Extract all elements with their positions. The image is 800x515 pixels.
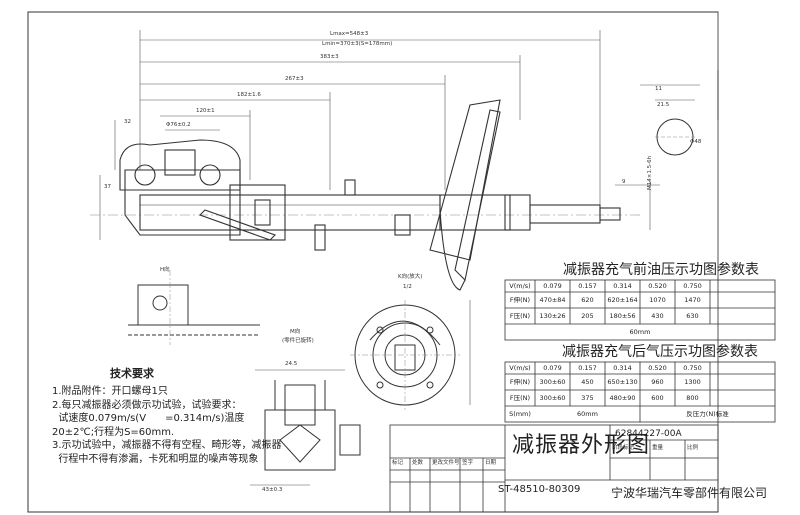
dim-383: 383±3 bbox=[320, 54, 339, 60]
front_table-cell: 470±84 bbox=[539, 296, 566, 304]
tech-heading: 技术要求 bbox=[110, 367, 154, 380]
k-view bbox=[350, 300, 471, 410]
front_table-cell: 0.157 bbox=[578, 282, 597, 290]
rear_table-cell: 800 bbox=[686, 394, 699, 402]
company-name: 宁波华瑞汽车零部件有限公司 bbox=[611, 486, 768, 500]
revision-label: 更改文件号 bbox=[432, 460, 460, 466]
part-number: ST-48510-80309 bbox=[498, 484, 581, 495]
rear_table-cell: 0.079 bbox=[543, 364, 562, 372]
sheet-label: 比例 bbox=[687, 445, 699, 451]
m-view bbox=[250, 369, 361, 486]
dim-37: 37 bbox=[104, 184, 111, 190]
dim-phi48: Φ48 bbox=[690, 139, 702, 145]
front_table-cell: 0.079 bbox=[543, 282, 562, 290]
detail-h bbox=[128, 270, 260, 345]
rear_table-cell: 300±60 bbox=[539, 378, 566, 386]
tech-line: 2.每只减振器必须做示功试验，试验要求： bbox=[52, 399, 242, 411]
front_table-cell: 180±56 bbox=[609, 312, 636, 320]
tech-line: 20±2℃;行程为S=60mm. bbox=[52, 426, 175, 438]
rear_table-cell: 1300 bbox=[684, 378, 701, 386]
dim-21-5: 21.5 bbox=[657, 102, 670, 108]
section-label-h: H向 bbox=[160, 267, 170, 273]
rear_table-cell: V(m/s) bbox=[509, 364, 531, 372]
revision-label: 签字 bbox=[462, 460, 474, 466]
revision-label: 处数 bbox=[412, 460, 424, 466]
front_table-cell: 430 bbox=[651, 312, 664, 320]
dim-32: 32 bbox=[124, 119, 131, 125]
rear-table-stroke: 60mm bbox=[577, 411, 598, 418]
sheet-label: 重量 bbox=[652, 445, 664, 451]
front_table-cell: 130±26 bbox=[539, 312, 566, 320]
sheet-label: 阶段标记 bbox=[612, 445, 635, 451]
front_table-cell: 205 bbox=[581, 312, 594, 320]
rear_table-cell: F压(N) bbox=[509, 394, 531, 402]
dim-11: 11 bbox=[655, 86, 662, 92]
tech-line: 行程中不得有渗漏，卡死和明显的噪声等现象 bbox=[52, 453, 259, 465]
shock-absorber-body bbox=[119, 99, 621, 291]
front_table-cell: 1470 bbox=[684, 296, 701, 304]
view-m-note: (零件已旋转) bbox=[282, 338, 314, 344]
front_table-cell: 630 bbox=[686, 312, 699, 320]
rear_table-cell: 375 bbox=[581, 394, 594, 402]
dim-thread: M14×1.5-6h bbox=[647, 155, 653, 190]
dim-lmin: Lmin=370±3(S=178mm) bbox=[322, 41, 393, 47]
dim-267: 267±3 bbox=[285, 76, 304, 82]
rear_table-cell: 650±130 bbox=[607, 378, 638, 386]
front_table-cell: 0.520 bbox=[648, 282, 667, 290]
front-table-grid bbox=[504, 279, 776, 341]
dim-43: 43±0.3 bbox=[262, 487, 283, 493]
front_table-cell: F伸(N) bbox=[509, 296, 531, 304]
front_table-cell: 620±164 bbox=[607, 296, 638, 304]
view-k-label: K向(放大) bbox=[398, 274, 423, 280]
dim-182: 182±1.6 bbox=[237, 92, 261, 98]
view-k-scale: 1/2 bbox=[403, 284, 412, 290]
tech-requirements: 1.附品附件：开口螺母1只 2.每只减振器必须做示功试验，试验要求： 试速度0.0… bbox=[52, 385, 282, 466]
tech-line: 试速度0.079m/s(V =0.314m/s)温度 bbox=[52, 413, 245, 424]
rear_table-cell: F伸(N) bbox=[509, 378, 531, 386]
rear-table-grid bbox=[504, 361, 776, 423]
rear_table-cell: 0.520 bbox=[648, 364, 667, 372]
thread-detail bbox=[655, 99, 695, 156]
dim-120: 120±1 bbox=[196, 108, 215, 114]
dim-phi76: Φ76±0.2 bbox=[166, 122, 191, 128]
tech-line: 1.附品附件：开口螺母1只 bbox=[52, 386, 168, 397]
rear_table-cell: 0.157 bbox=[578, 364, 597, 372]
title-block-grid bbox=[389, 424, 719, 513]
dimension-lines bbox=[99, 30, 700, 240]
rear-table-stroke-label: S(mm) bbox=[509, 411, 531, 418]
view-m-label: M向 bbox=[290, 329, 301, 335]
revision-label: 日期 bbox=[485, 460, 497, 466]
rear_table-cell: 480±90 bbox=[609, 394, 636, 402]
dim-9: 9 bbox=[622, 179, 626, 185]
front_table-cell: F压(N) bbox=[509, 312, 531, 320]
rear_table-cell: 0.750 bbox=[683, 364, 702, 372]
rear_table-cell: 600 bbox=[651, 394, 664, 402]
front-table-title: 减振器充气前油压示功图参数表 bbox=[563, 262, 759, 278]
rear_table-cell: 450 bbox=[581, 378, 594, 386]
front_table-cell: 620 bbox=[581, 296, 594, 304]
dim-24-5: 24.5 bbox=[285, 361, 298, 367]
rear-table-gas-force: 反压力(N)标准 bbox=[686, 411, 729, 418]
revision-label: 标记 bbox=[392, 460, 404, 466]
dim-lmax: Lmax=548±3 bbox=[330, 31, 369, 37]
front_table-cell: 0.750 bbox=[683, 282, 702, 290]
front_table-cell: 0.314 bbox=[613, 282, 632, 290]
rear-table-title: 减振器充气后气压示功图参数表 bbox=[562, 344, 758, 360]
rear_table-cell: 0.314 bbox=[613, 364, 632, 372]
tech-line: 3.示功试验中，减振器不得有空程、畸形等，减振器 bbox=[52, 440, 282, 451]
rear_table-cell: 300±60 bbox=[539, 394, 566, 402]
drawing-number: 62844227-00A bbox=[615, 429, 682, 439]
part-name: 减振器外形图 bbox=[512, 433, 651, 458]
rear_table-cell: 960 bbox=[651, 378, 664, 386]
front-table-stroke: 60mm bbox=[629, 329, 651, 336]
front_table-cell: 1070 bbox=[649, 296, 666, 304]
front_table-cell: V(m/s) bbox=[509, 282, 531, 290]
